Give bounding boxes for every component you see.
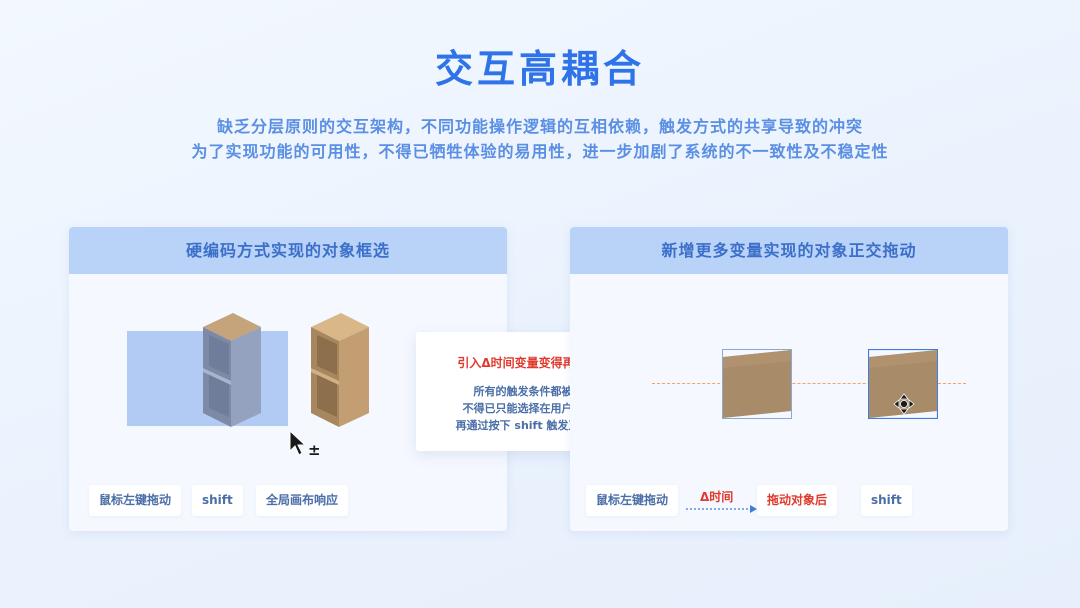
mouse-pointer-icon bbox=[289, 430, 307, 456]
object-dragged bbox=[868, 349, 938, 419]
shelf-unselected bbox=[311, 313, 369, 427]
subtitle-line-1: 缺乏分层原则的交互架构，不同功能操作逻辑的互相依赖，触发方式的共享导致的冲突 bbox=[216, 117, 863, 136]
page-subtitle: 缺乏分层原则的交互架构，不同功能操作逻辑的互相依赖，触发方式的共享导致的冲突 为… bbox=[0, 114, 1080, 164]
chip-shift: shift bbox=[861, 485, 912, 516]
page-title: 交互高耦合 bbox=[434, 47, 645, 91]
right-panel: 新增更多变量实现的对象正交拖动 鼠标左键拖动 Δ时间 拖动对象后 shift bbox=[570, 227, 1008, 531]
chip-mouse-drag: 鼠标左键拖动 bbox=[586, 485, 679, 516]
right-panel-header: 新增更多变量实现的对象正交拖动 bbox=[570, 227, 1008, 274]
move-cross-icon bbox=[893, 393, 915, 415]
chip-after-drag: 拖动对象后 bbox=[757, 485, 838, 516]
callout-line: 所有的触发条件都被占用 bbox=[473, 385, 595, 398]
chip-shift: shift bbox=[192, 485, 243, 516]
cursor-modifier: ± bbox=[308, 441, 321, 459]
object-original bbox=[722, 349, 792, 419]
chip-mouse-drag: 鼠标左键拖动 bbox=[89, 485, 182, 516]
shelf-selected bbox=[203, 313, 261, 427]
subtitle-line-2: 为了实现功能的可用性，不得已牺牲体验的易用性，进一步加剧了系统的不一致性及不稳定… bbox=[191, 142, 889, 161]
callout-line: 不得已只能选择在用户拖动后 bbox=[462, 402, 606, 415]
left-panel-header: 硬编码方式实现的对象框选 bbox=[69, 227, 507, 274]
delta-time-arrow bbox=[686, 505, 757, 513]
orthogonal-guide-line bbox=[652, 383, 966, 384]
delta-time-label: Δ时间 bbox=[700, 490, 734, 504]
chip-canvas-response: 全局画布响应 bbox=[256, 485, 349, 516]
